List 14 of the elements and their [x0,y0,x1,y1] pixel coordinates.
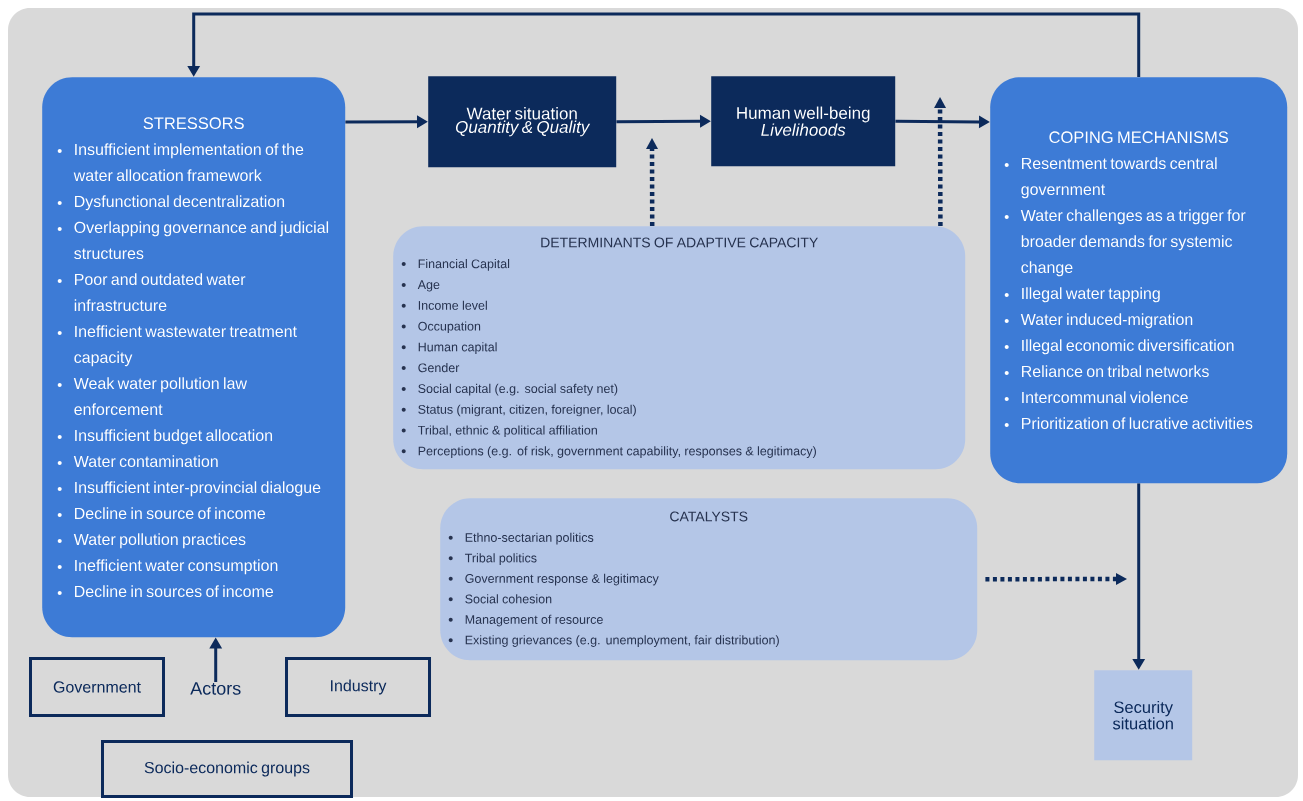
rounded-panel: COPING MECHANISMS Resentment towards central government Water challenges as a trigger for broader demands for systemic change Illegal water tapping Water induced-migration Illegal economic diversification Reliance on tribal networks Intercommunal violence Prioritization of lucrative activities [990,77,1288,484]
actors-label: Actors [190,682,241,695]
dotted-arrow [646,138,659,226]
outlined-box: Government [29,657,165,717]
rounded-panel: STRESSORS Insufficient implementation of the water allocation framework Dysfunctional decentralization Overlapping governance and judicial structures Poor and outdated water infrastructure Inefficient wastewater treatment capacity Weak water pollution law enforcement Insufficient budget allocation Water contamination Insufficient inter-provincial dialogue Decline in source of income Water pollution practices Inefficient water consumption Decline in sources of income [42,77,346,638]
outlined-box: Industry [285,657,431,717]
process-box: Human well-being Livelihoods [711,76,896,167]
process-box: Water situation Quantity & Quality [428,76,617,168]
outlined-box: Socio-economic groups [101,740,353,798]
rounded-panel: CATALYSTS Ethno-sectarian politics Tribal politics Government response & legitimacy Social cohesion Management of resource Existing grievances (e.g. unemployment, fair distribution) [440,498,978,661]
outcome-box: Security situation [1094,670,1193,761]
dotted-arrow [985,573,1127,585]
dotted-arrow [934,97,947,226]
rounded-panel: DETERMINANTS OF ADAPTIVE CAPACITY Financial Capital Age Income level Occupation Human capital Gender Social capital (e.g. social safety net) Status (migrant, citizen, foreigner, local) Tribal, ethnic & political affiliation Perceptions (e.g. of risk, government capability, responses & legitimacy) [393,226,966,470]
